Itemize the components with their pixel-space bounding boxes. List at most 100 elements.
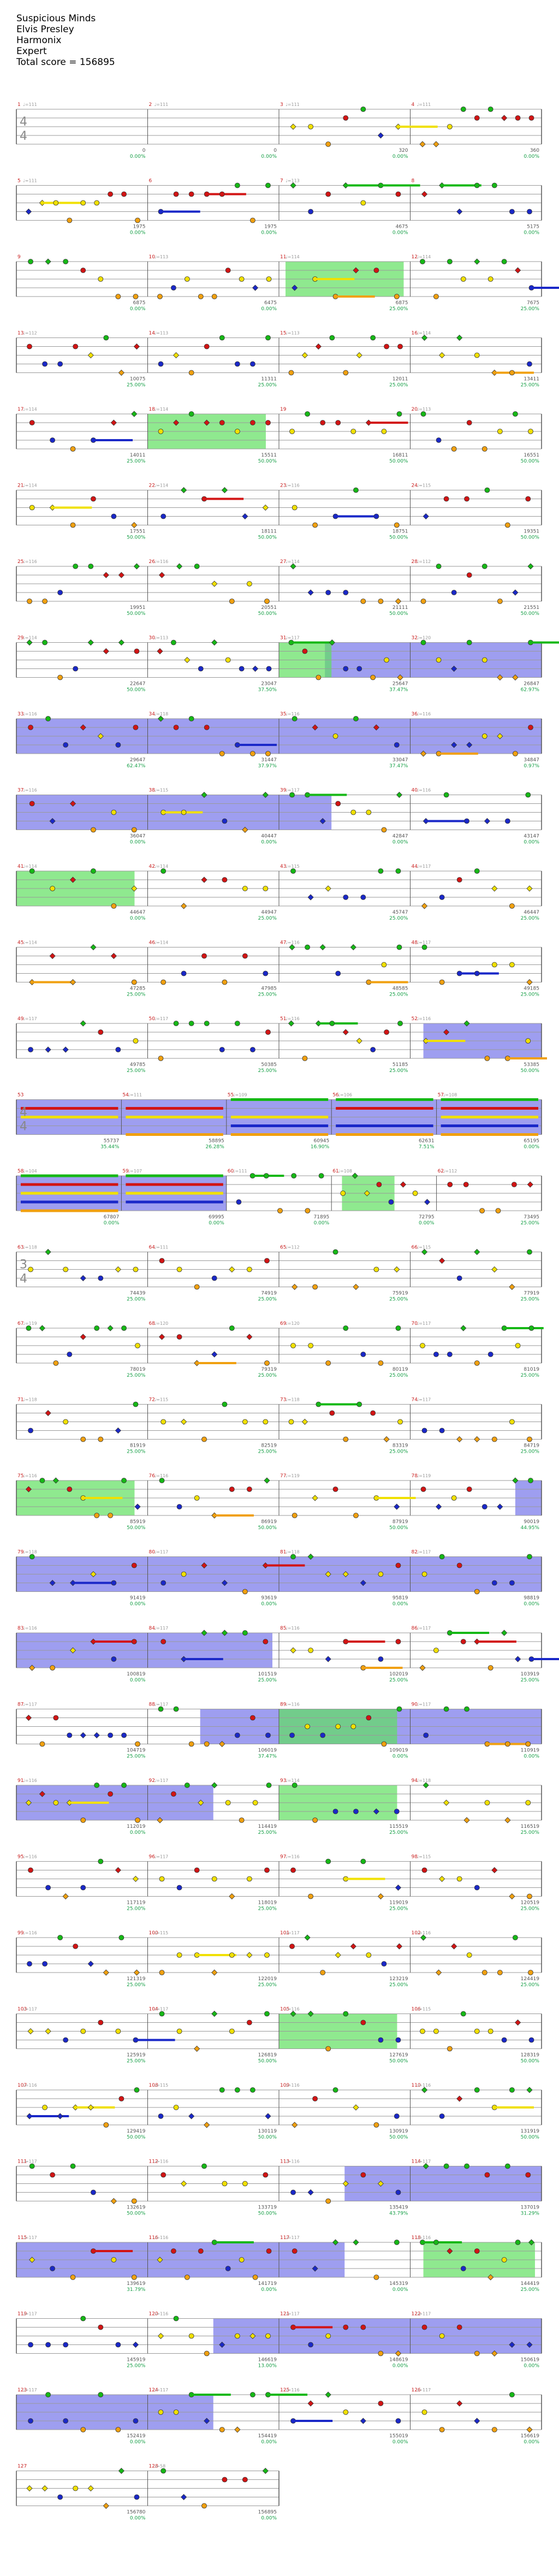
- measure-number: 37: [17, 788, 23, 793]
- note-gem: [157, 1817, 163, 1823]
- measure-number: 124: [149, 2388, 158, 2393]
- note-gem: [512, 1182, 517, 1187]
- measure-number: 65: [280, 1245, 286, 1251]
- tempo-mark: ♩=117: [154, 1702, 169, 1707]
- measure-number: 110: [412, 2083, 421, 2088]
- note-gem: [527, 361, 532, 367]
- measure-percent: 0.00%: [393, 230, 408, 236]
- note-gem: [221, 1579, 228, 1586]
- tempo-mark: ♩=114: [23, 483, 37, 488]
- measure-number: 128: [149, 2464, 158, 2470]
- note-gem: [325, 885, 331, 892]
- tempo-mark: ♩=116: [23, 2083, 37, 2088]
- measure-percent: 25.00%: [127, 1982, 146, 1988]
- note-gem: [27, 344, 32, 350]
- measure-number: 96: [149, 1855, 156, 1860]
- note-gem: [343, 590, 349, 595]
- note-gem: [194, 1495, 200, 1501]
- measure-percent: 25.00%: [127, 2364, 146, 2369]
- note-gem: [53, 1800, 59, 1805]
- note-gem: [108, 1732, 114, 1738]
- measure-number: 34: [149, 712, 156, 717]
- note-gem: [25, 208, 32, 215]
- note-gem: [27, 2028, 34, 2035]
- note-gem: [456, 1876, 462, 1882]
- note-gem: [219, 1740, 225, 1748]
- note-gem: [491, 1580, 497, 1586]
- measure-score: 48585: [393, 986, 408, 992]
- note-gem: [497, 599, 503, 604]
- measure-score: 141719: [258, 2281, 277, 2287]
- note-gem: [504, 2163, 510, 2169]
- measure-number: 7: [280, 179, 283, 184]
- note-gem: [63, 2418, 69, 2424]
- note-gem: [184, 1783, 190, 1788]
- note-gem: [325, 141, 331, 147]
- note-gem: [451, 1943, 457, 1950]
- measure-percent: 50.00%: [127, 2135, 146, 2140]
- note-gem: [373, 1266, 379, 1272]
- tempo-mark: ♩=116: [286, 2388, 300, 2393]
- measure-percent: 31.79%: [127, 2287, 146, 2293]
- note-gem: [515, 2019, 521, 2026]
- note-gem: [225, 1800, 231, 1805]
- note-gem: [239, 2257, 245, 2263]
- measure-number: 122: [412, 2312, 421, 2317]
- note-gem: [91, 868, 96, 874]
- note-gem: [525, 1038, 531, 1044]
- note-gem: [264, 1477, 270, 1484]
- measure-percent: 25.00%: [521, 1906, 540, 1912]
- note-gem: [527, 1181, 533, 1188]
- tempo-mark: ♩=113: [286, 331, 300, 336]
- note-gem: [80, 1275, 86, 1282]
- measure-percent: 0.00%: [261, 154, 277, 159]
- note-gem: [527, 1554, 532, 1560]
- measure-percent: 62.97%: [521, 688, 540, 693]
- note-gem: [115, 1867, 121, 1874]
- note-gem: [181, 809, 187, 815]
- note-gem: [527, 1893, 532, 1899]
- note-gem: [111, 903, 117, 909]
- note-gem: [335, 1952, 341, 1958]
- note-gem: [421, 1248, 428, 1256]
- note-gem: [201, 2503, 207, 2509]
- tempo-mark: ♩=108: [338, 1169, 352, 1174]
- measure-score: 15511: [261, 453, 277, 458]
- note-gem: [160, 2468, 166, 2474]
- measure-score: 72795: [419, 1215, 435, 1220]
- measure-number: 53: [17, 1093, 23, 1098]
- measure-number: 29: [17, 636, 24, 641]
- note-gem: [291, 1173, 297, 1179]
- note-gem: [118, 2096, 124, 2101]
- note-gem: [451, 742, 457, 748]
- note-gem: [421, 334, 428, 341]
- note-gem: [98, 1029, 104, 1035]
- note-gem: [474, 2028, 480, 2034]
- measure-percent: 43.79%: [389, 2211, 408, 2217]
- tempo-mark: ♩=119: [417, 1473, 431, 1478]
- note-gem: [181, 970, 187, 976]
- measure-score: 75919: [393, 1291, 408, 1296]
- note-gem: [307, 1553, 314, 1560]
- note-gem: [474, 258, 480, 265]
- chart-row: 91♩=1161120190.00%92♩=11711441925.00%93♩…: [16, 1778, 542, 1835]
- chart-row: 67♩=1197801925.00%68♩=1207931925.00%69♩=…: [16, 1321, 544, 1378]
- note-gem: [73, 666, 79, 672]
- note-gem: [513, 411, 518, 417]
- note-gem: [250, 751, 255, 756]
- note-gem: [439, 979, 445, 985]
- note-gem: [528, 1970, 533, 1975]
- measure-score: 58895: [209, 1139, 224, 1144]
- note-gem: [460, 106, 466, 112]
- note-gem: [73, 344, 79, 350]
- measure-percent: 25.00%: [258, 1982, 277, 1988]
- measure-number: 14: [149, 331, 156, 336]
- tempo-mark: ♩=114: [154, 407, 169, 412]
- note-gem: [219, 2341, 225, 2348]
- note-gem: [121, 1325, 127, 1331]
- note-gem: [373, 2275, 379, 2280]
- note-gem: [466, 420, 472, 425]
- note-gem: [80, 2427, 86, 2432]
- note-gem: [397, 1021, 403, 1026]
- note-gem: [249, 2332, 256, 2340]
